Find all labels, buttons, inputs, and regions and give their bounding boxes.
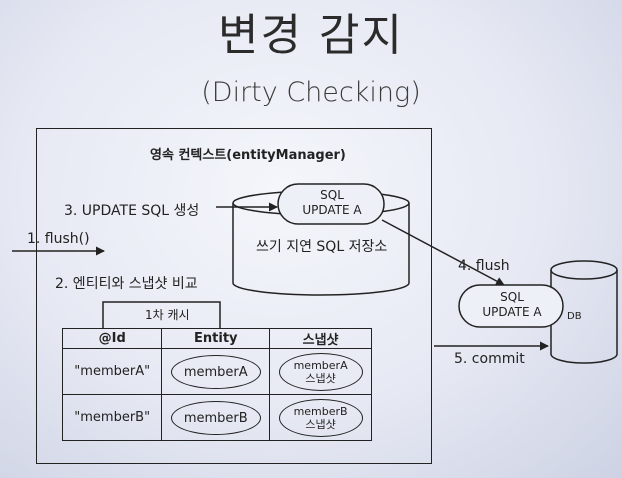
header-entity: Entity: [161, 328, 271, 349]
db-label: DB: [567, 311, 582, 322]
cache-id-cell: "memberB": [61, 394, 163, 441]
persistence-context-box: [36, 128, 432, 464]
step-create-sql: 3. UPDATE SQL 생성: [64, 203, 200, 219]
cache-snapshot-cell: memberA 스냅샷: [269, 348, 372, 395]
sql-update-line: UPDATE A: [302, 203, 362, 217]
cache-entity-cell: memberA: [161, 348, 271, 395]
sql-update-text: SQL UPDATE A: [282, 188, 382, 218]
db-sql-line: SQL: [500, 290, 524, 304]
sql-update-box: [277, 183, 385, 225]
header-id: @Id: [61, 328, 163, 349]
cache-header-row: @Id Entity 스냅샷: [61, 328, 372, 349]
snapshot-name: memberA: [293, 358, 348, 372]
cache-bracket: [102, 301, 221, 328]
snapshot-name: memberB: [293, 404, 348, 418]
db-sql-update-line: UPDATE A: [482, 305, 542, 319]
cache-id-cell: "memberA": [61, 348, 163, 395]
snapshot-ellipse: memberA 스냅샷: [278, 352, 363, 391]
page-subtitle: (Dirty Checking): [201, 77, 421, 108]
cache-title: 1차 캐시: [145, 308, 190, 322]
snapshot-label: 스냅샷: [305, 417, 336, 431]
db-sql-box: [458, 284, 564, 328]
sql-line: SQL: [320, 188, 344, 202]
snapshot-ellipse: memberB 스냅샷: [278, 398, 363, 437]
entity-ellipse: memberB: [170, 400, 261, 435]
cache-snapshot-cell: memberB 스냅샷: [269, 394, 372, 441]
snapshot-label: 스냅샷: [305, 371, 336, 385]
first-level-cache-table: @Id Entity 스냅샷 "memberA" memberA memberA…: [61, 328, 372, 441]
header-snapshot: 스냅샷: [269, 328, 372, 349]
page-title: 변경 감지: [218, 10, 404, 61]
db-sql-text: SQL UPDATE A: [466, 290, 558, 320]
cache-row: "memberA" memberA memberA 스냅샷: [61, 348, 372, 395]
db-cylinder: [550, 260, 618, 364]
step-compare: 2. 엔티티와 스냅샷 비교: [55, 276, 198, 292]
entity-ellipse: memberA: [170, 354, 261, 389]
flush-to-db-arrow: [381, 219, 505, 286]
step-flush-call: 1. flush(): [27, 231, 90, 247]
cache-entity-cell: memberB: [161, 394, 271, 441]
step-commit: 5. commit: [454, 351, 525, 367]
sql-store-label: 쓰기 지연 SQL 저장소: [256, 239, 388, 255]
step-flush: 4. flush: [458, 258, 510, 274]
cache-row: "memberB" memberB memberB 스냅샷: [61, 394, 372, 441]
context-title: 영속 컨텍스트(entityManager): [150, 148, 346, 163]
